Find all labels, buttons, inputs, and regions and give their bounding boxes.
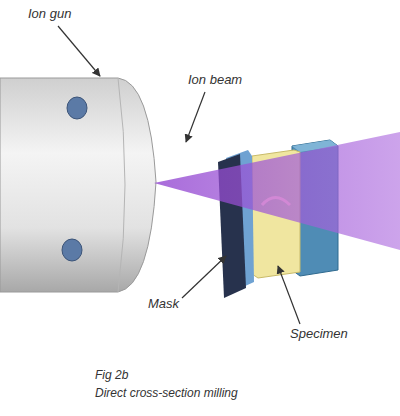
- part-label: Ion gun: [28, 6, 71, 21]
- gun-seam: [118, 78, 125, 292]
- leader-arrow: [182, 256, 226, 298]
- figure-caption: Direct cross-section milling: [95, 386, 238, 400]
- leader-arrow: [278, 266, 300, 324]
- ion-beam: [154, 132, 400, 250]
- figure-number: Fig 2b: [95, 368, 128, 382]
- gun-port: [67, 97, 87, 119]
- part-label: Specimen: [290, 326, 348, 341]
- milled-cut: [262, 198, 290, 206]
- ion-gun: [0, 78, 156, 292]
- part-label: Ion beam: [188, 72, 242, 87]
- gun-port: [62, 239, 82, 261]
- leader-arrow: [186, 92, 205, 142]
- leader-arrow: [58, 26, 100, 76]
- part-label: Mask: [148, 296, 179, 311]
